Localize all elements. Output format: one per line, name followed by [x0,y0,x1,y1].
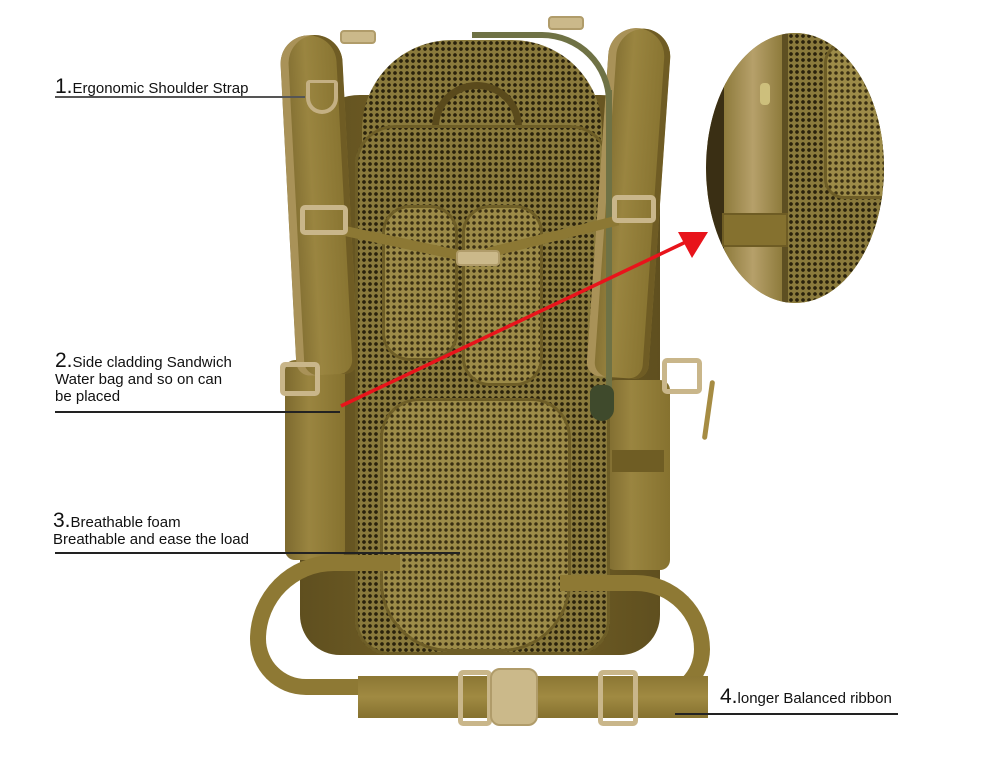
callout-2-line-3: be placed [55,388,121,405]
upper-right-foam-pad [462,205,543,386]
callout-1-label: 1.Ergonomic Shoulder Strap [55,75,249,98]
upper-left-foam-pad [382,205,458,361]
callout-3-line-2: Breathable and ease the load [53,531,249,548]
callout-1-leader-line [55,96,305,98]
inset-zipper-pull [760,83,770,105]
right-side-pocket [605,380,670,570]
inset-side-pocket [724,33,782,303]
callout-2-number: 2. [55,349,73,372]
callout-1-number: 1. [55,75,73,98]
callout-1-text: Ergonomic Shoulder Strap [72,80,249,97]
callout-2-line-2: Water bag and so on can [55,371,223,388]
sternum-buckle-icon [456,250,500,266]
inset-zipper [782,33,788,303]
right-strap-ladder-buckle-icon [662,358,702,394]
callout-3-line-1: Breathable foam [70,514,181,531]
callout-3-label: 3.Breathable foam Breathable and ease th… [53,509,249,548]
callout-3-number: 3. [53,509,71,532]
callout-4-number: 4. [720,685,738,708]
right-top-strap-slider [548,16,584,30]
callout-4-text: longer Balanced ribbon [737,690,892,707]
callout-4-leader-line [675,713,898,715]
left-sternum-slider-icon [300,205,348,235]
callout-3-leader-line [55,552,460,554]
inset-side-strap [706,33,726,303]
right-sternum-slider-icon [612,195,656,223]
hip-belt-right-slider-icon [598,670,638,726]
callout-2-label: 2.Side cladding Sandwich Water bag and s… [55,349,232,405]
callout-2-line-1: Side cladding Sandwich [72,354,232,371]
detail-inset [706,33,884,303]
left-top-strap-slider [340,30,376,44]
left-strap-ladder-buckle-icon [280,362,320,396]
inset-velcro-tab [722,213,788,247]
callout-4-label: 4.longer Balanced ribbon [720,685,892,708]
hip-belt-left-slider-icon [458,670,492,726]
hip-belt-buckle-icon [490,668,538,726]
callout-2-leader-line [55,411,340,413]
right-pocket-band [612,450,664,472]
lumbar-foam-pad [380,398,571,652]
bite-valve [590,385,614,421]
d-ring-icon [306,80,338,114]
hydration-tube-vertical [606,90,612,390]
inset-foam-pad [824,43,884,199]
